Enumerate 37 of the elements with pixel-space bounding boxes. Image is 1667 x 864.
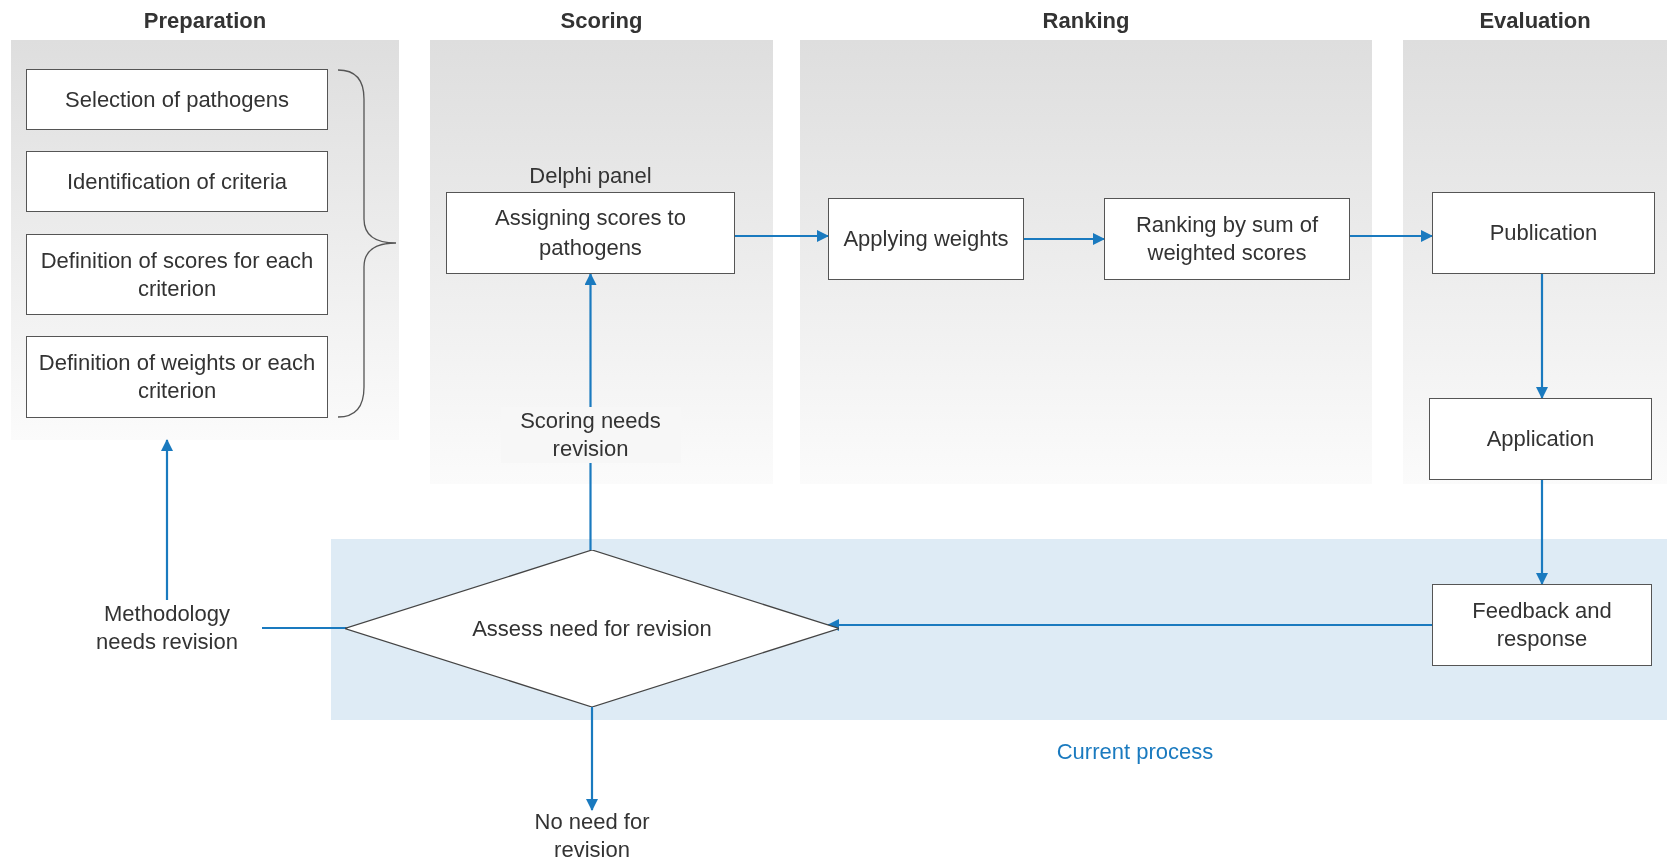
- arrow: [586, 707, 598, 811]
- box-text: Application: [1486, 426, 1595, 451]
- arrow: [1536, 274, 1548, 399]
- process-box: [26, 234, 328, 315]
- process-box: [828, 198, 1024, 280]
- flow-text: Methodology needs revision: [72, 600, 262, 656]
- box-text: Publication: [1489, 220, 1598, 245]
- process-box: [1432, 584, 1652, 666]
- band-label: Current process: [1056, 738, 1214, 766]
- arrow: [161, 439, 173, 600]
- arrow: [1350, 230, 1433, 242]
- flow-text: No need for revision: [512, 810, 672, 862]
- process-box: [26, 336, 328, 418]
- arrow: [735, 230, 829, 242]
- process-box: [1104, 198, 1350, 280]
- process-box: [1432, 192, 1655, 274]
- box-text: Identification of criteria: [66, 168, 288, 194]
- box-text: Feedback and response: [1472, 598, 1612, 651]
- box-text: Selection of pathogens: [65, 86, 289, 112]
- decision-text: Assess need for revision: [472, 616, 712, 641]
- box-text: Applying weights: [843, 226, 1009, 251]
- box-text: Definition of weights or each criterion: [38, 350, 316, 403]
- phase-heading: Preparation: [143, 7, 267, 35]
- phase-heading: Ranking: [1042, 7, 1130, 35]
- process-box: [26, 69, 328, 130]
- box-text: Assigning scores to pathogens: [495, 205, 686, 260]
- process-box: [26, 151, 328, 212]
- box-text: Definition of scores for each criterion: [40, 247, 314, 301]
- arrow: [1536, 480, 1548, 585]
- decision-diamond: [345, 550, 839, 707]
- phase-heading: Scoring: [560, 7, 643, 35]
- panel-heading: Delphi panel: [529, 162, 652, 190]
- arrow: [827, 619, 1432, 631]
- phase-heading: Evaluation: [1479, 7, 1591, 35]
- arrow: [1024, 233, 1105, 245]
- process-box: [1429, 398, 1652, 480]
- box-text: Ranking by sum of weighted scores: [1135, 212, 1319, 265]
